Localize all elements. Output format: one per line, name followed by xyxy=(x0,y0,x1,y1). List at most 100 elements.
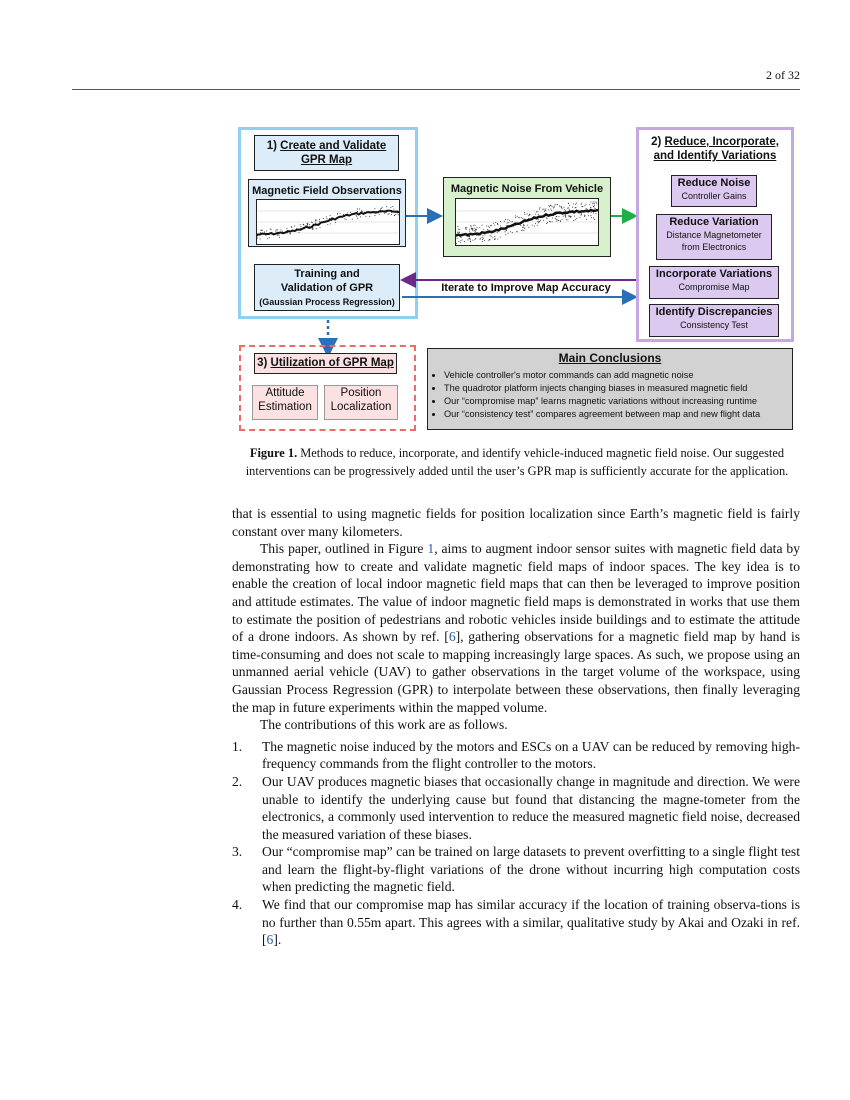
plot-point xyxy=(562,215,564,217)
plot-point xyxy=(523,225,525,227)
plot-point xyxy=(524,228,526,229)
plot-point xyxy=(315,222,317,224)
plot-point xyxy=(484,240,486,242)
caption-label: Figure 1. xyxy=(249,446,298,460)
contribution-item: 2.Our UAV produces magnetic biases that … xyxy=(232,773,800,843)
plot-point xyxy=(564,211,566,213)
plot-point xyxy=(386,211,388,213)
plot-point xyxy=(579,216,581,218)
contribution-number: 2. xyxy=(232,773,243,789)
reference-6-link[interactable]: 6 xyxy=(266,932,274,948)
plot-point xyxy=(337,213,338,215)
plot-point xyxy=(552,217,553,219)
plot-point xyxy=(568,215,570,216)
plot-point xyxy=(470,241,471,243)
plot-point xyxy=(518,217,520,219)
plot-point xyxy=(557,219,559,221)
incorporate-variations-box: Incorporate Variations Compromise Map xyxy=(649,266,779,299)
plot-point xyxy=(380,212,382,214)
plot-point xyxy=(580,213,582,215)
plot-point xyxy=(393,208,395,210)
plot-point xyxy=(569,212,570,214)
panel1-title-prefix: 1) xyxy=(266,140,281,152)
plot-point xyxy=(542,208,544,210)
plot-point xyxy=(588,215,590,217)
plot-point xyxy=(465,229,467,231)
plot-point xyxy=(568,202,570,204)
plot-point xyxy=(497,238,499,240)
plot-point xyxy=(592,203,594,205)
plot-point xyxy=(326,217,328,219)
plot-point xyxy=(266,230,268,232)
plot-point xyxy=(595,201,597,203)
plot-point xyxy=(308,226,310,228)
plot-point xyxy=(325,216,327,218)
plot-point xyxy=(551,214,553,216)
plot-point xyxy=(565,219,567,221)
plot-point xyxy=(339,212,341,214)
plot-point xyxy=(568,215,570,217)
plot-point xyxy=(261,230,262,232)
plot-point xyxy=(590,211,592,213)
plot-point xyxy=(494,235,496,237)
plot-point xyxy=(367,212,369,214)
plot-point xyxy=(545,217,547,219)
plot-point xyxy=(512,221,513,223)
plot-point xyxy=(473,224,475,226)
plot-point xyxy=(279,236,281,238)
plot-point xyxy=(523,229,525,231)
plot-point xyxy=(586,218,588,220)
plot-point xyxy=(496,232,498,233)
plot-point xyxy=(581,210,583,212)
plot-point xyxy=(257,235,258,237)
plot-point xyxy=(550,204,551,206)
plot-point xyxy=(539,221,541,222)
plot-point xyxy=(296,228,298,230)
plot-point xyxy=(528,215,530,217)
plot-point xyxy=(556,220,558,222)
plot-point xyxy=(546,218,548,220)
reduce-noise-box: Reduce Noise Controller Gains xyxy=(671,175,757,207)
plot-point xyxy=(307,222,309,224)
plot-point xyxy=(474,230,475,232)
plot-point xyxy=(319,218,321,220)
reduce-noise-subtitle: Controller Gains xyxy=(681,191,747,201)
plot-point xyxy=(359,216,361,218)
plot-point xyxy=(489,235,491,237)
iterate-label: Iterate to Improve Map Accuracy xyxy=(441,282,611,294)
plot-point xyxy=(537,219,539,221)
figure-1-link[interactable]: 1 xyxy=(427,541,435,557)
plot-point xyxy=(397,214,399,216)
plot-point xyxy=(534,217,536,219)
plot-point xyxy=(264,233,265,235)
plot-point xyxy=(483,237,485,239)
plot-point xyxy=(584,216,586,218)
plot-point xyxy=(359,208,360,210)
plot-point xyxy=(584,211,586,213)
plot-point xyxy=(516,215,518,217)
plot-point xyxy=(374,208,376,210)
plot-point xyxy=(556,215,558,217)
conclusions-list: Vehicle controller's motor commands can … xyxy=(428,369,792,421)
plot-point xyxy=(522,220,524,222)
plot-point xyxy=(568,210,570,211)
plot-point xyxy=(459,236,461,238)
plot-point xyxy=(529,213,530,215)
plot-point xyxy=(267,238,269,240)
plot-point xyxy=(390,206,392,208)
plot-point xyxy=(397,212,399,214)
plot-point xyxy=(380,208,382,209)
plot-point xyxy=(259,232,261,234)
plot-point xyxy=(471,228,472,230)
plot-point xyxy=(391,209,393,211)
figure-caption: Figure 1. Methods to reduce, incorporate… xyxy=(232,444,802,480)
plot-point xyxy=(469,240,471,242)
page-number: 2 of 32 xyxy=(766,68,800,82)
plot-point xyxy=(349,211,351,213)
reference-6-link[interactable]: 6 xyxy=(448,629,456,645)
plot-point xyxy=(294,225,296,227)
plot-point xyxy=(537,213,539,215)
plot-point xyxy=(559,205,561,207)
plot-point xyxy=(570,215,572,217)
plot-point xyxy=(351,218,353,220)
